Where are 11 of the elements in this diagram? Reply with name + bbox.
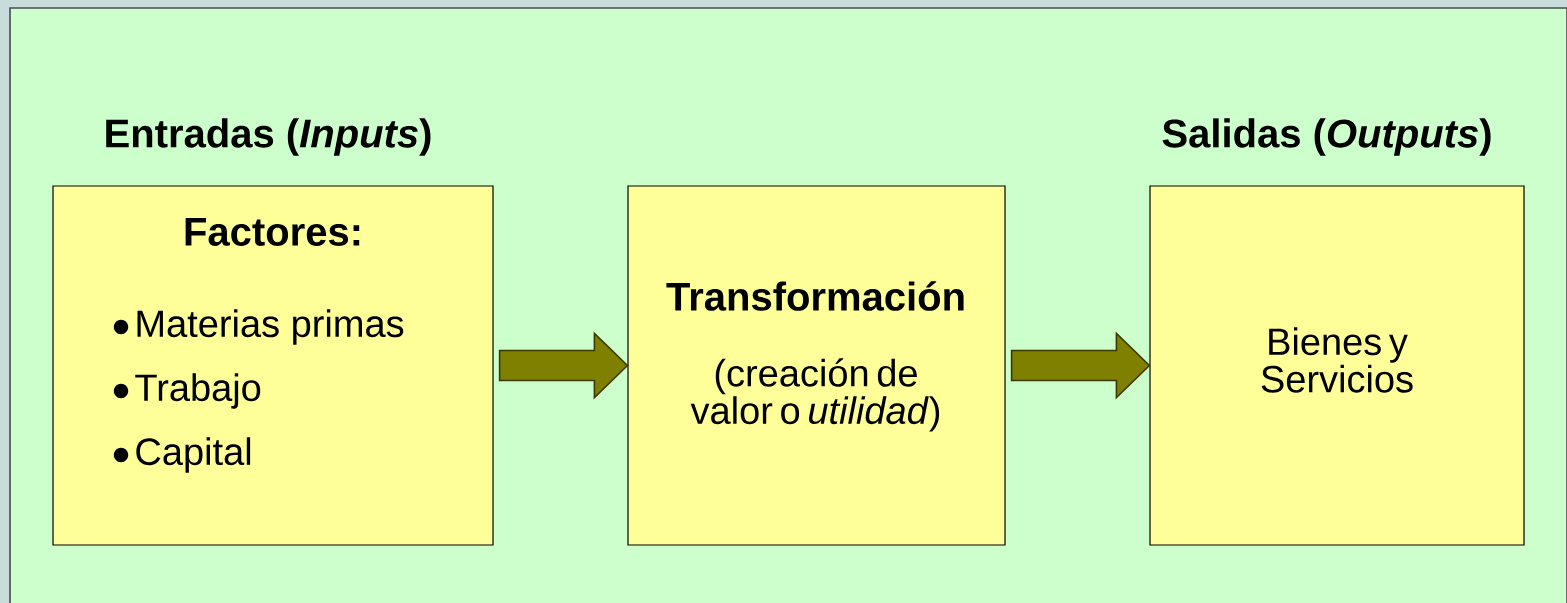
block-arrow — [1010, 331, 1151, 400]
list-item: Trabajo — [135, 373, 261, 409]
heading: Entradas (Inputs) — [106, 118, 431, 156]
box-title: Transformación — [666, 281, 964, 311]
block-arrow — [498, 331, 629, 400]
box-text: Bienes y Servicios — [1261, 327, 1413, 393]
box-title: Factores: — [185, 218, 360, 246]
description: (creación de valor o utilidad) — [690, 358, 940, 432]
heading: Salidas (Outputs) — [1162, 118, 1491, 156]
list-item: Materias primas — [137, 309, 404, 345]
list-item: Capital — [136, 437, 251, 473]
